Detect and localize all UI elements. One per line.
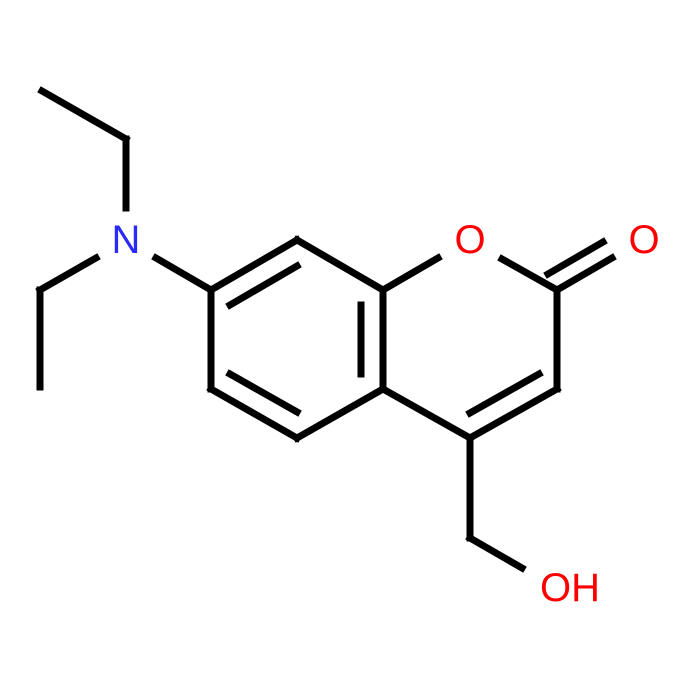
bond-o1-c2: [497, 254, 562, 295]
bond-ethyl2-ch2-n: [35, 253, 101, 295]
hydroxyl-group-label: OH: [540, 566, 600, 610]
ring-oxygen-atom-label: O: [454, 218, 485, 262]
bond-c7-c8-inner: [225, 261, 302, 310]
bond-c5-c6: [206, 384, 302, 443]
bond-n-c7: [151, 253, 216, 295]
bond-c3-c4-inner: [465, 369, 544, 418]
bond-c4-c4a: [378, 384, 475, 443]
bond-c2-carbonyl-o: [552, 253, 617, 295]
bond-ch2-oh: [465, 533, 527, 573]
carbonyl-oxygen-atom-label: O: [628, 218, 659, 262]
nitrogen-atom-label: N: [112, 218, 141, 262]
bond-c3-c4: [465, 384, 562, 443]
bond-c7-c8: [206, 235, 302, 295]
bond-c8-c8a: [292, 235, 388, 295]
bond-c4a-c5: [292, 384, 388, 443]
bond-ethyl1-ch3-ch2: [37, 86, 131, 144]
bond-c5-c6-inner: [225, 369, 302, 417]
bond-c8a-o1: [378, 253, 443, 295]
bond-c2-carbonyl-o-double: [543, 237, 608, 279]
